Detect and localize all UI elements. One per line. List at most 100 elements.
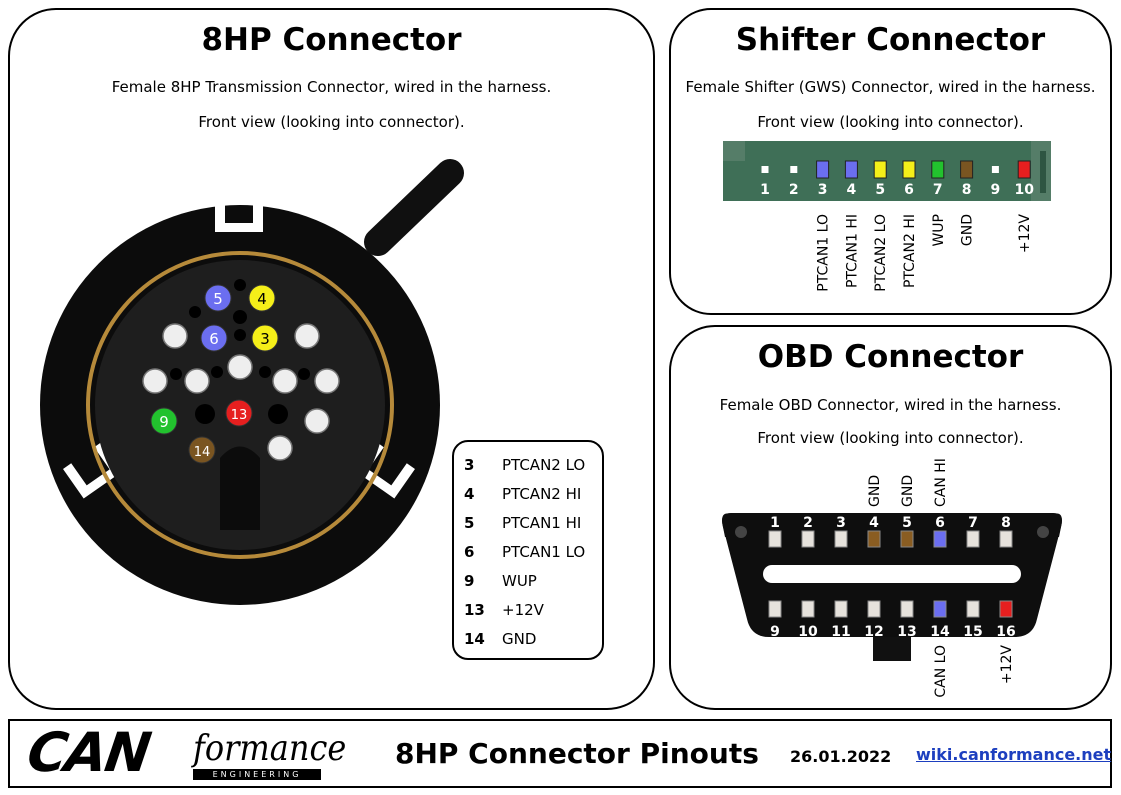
- panel-title-8hp: 8HP Connector: [201, 22, 462, 58]
- obd-pin-10: 10: [798, 600, 818, 640]
- legend-pin-number: 14: [464, 630, 485, 648]
- obd-pin-number: 14: [930, 624, 950, 640]
- obd-pin-4: 4 GND: [867, 475, 883, 548]
- obd-pin-15: 15: [963, 600, 983, 640]
- legend-row: 5 PTCAN1 HI: [464, 514, 598, 543]
- shifter-pin-number: 7: [933, 182, 943, 198]
- legend-row: 14 GND: [464, 630, 598, 659]
- panel-title-shifter: Shifter Connector: [735, 22, 1046, 58]
- legend-pin-number: 6: [464, 543, 475, 561]
- pin-6-label: 6: [209, 330, 219, 348]
- shifter-pin-9: 9: [991, 166, 1000, 198]
- legend-signal: +12V: [502, 601, 544, 619]
- pin-9: 9: [150, 407, 178, 435]
- obd-pin-signal: CAN LO: [933, 645, 949, 698]
- legend-signal: GND: [502, 630, 537, 648]
- key-notch-top: [215, 196, 263, 232]
- shifter-pin-signal: PTCAN2 HI: [902, 214, 918, 288]
- obd-pin-5: 5 GND: [900, 475, 916, 548]
- logo-script-text: formance: [193, 727, 347, 769]
- pin-13: 13: [225, 399, 253, 427]
- shifter-pin-signal: PTCAN1 LO: [816, 214, 832, 292]
- pin-5-label: 5: [213, 290, 223, 308]
- obd-pin-number: 15: [963, 624, 982, 640]
- obd-pin-number: 2: [803, 515, 813, 531]
- pin-13-label: 13: [231, 408, 248, 423]
- shifter-pin-signal: PTCAN1 HI: [844, 214, 860, 288]
- obd-pin-number: 13: [897, 624, 916, 640]
- footer-date: 26.01.2022: [790, 747, 892, 766]
- obd-pin-number: 3: [836, 515, 846, 531]
- obd-pin-number: 5: [902, 515, 912, 531]
- obd-pin-number: 4: [869, 515, 879, 531]
- 8hp-connector-drawing: 5 4 6 3 9 13 14: [40, 159, 464, 605]
- panel-8hp: 8HP Connector Female 8HP Transmission Co…: [8, 8, 655, 710]
- shifter-pin-signal: PTCAN2 LO: [873, 214, 889, 292]
- pin-6: 6: [200, 324, 228, 352]
- shifter-pin-number: 2: [789, 182, 799, 198]
- obd-center-slot: [763, 565, 1021, 583]
- obd-pin-number: 1: [770, 515, 780, 531]
- shifter-pin-number: 4: [847, 182, 857, 198]
- legend-pin-number: 5: [464, 514, 475, 532]
- legend-signal: PTCAN1 HI: [502, 514, 582, 532]
- small-holes: [170, 279, 310, 424]
- pin-3: 3: [251, 324, 279, 352]
- obd-pin-number: 9: [770, 624, 780, 640]
- legend-pin-number: 4: [464, 485, 475, 503]
- obd-screw-right: [1037, 526, 1049, 538]
- shifter-pin-number: 3: [818, 182, 828, 198]
- obd-pin-13: 13: [897, 600, 917, 640]
- footer-bar: CAN formance ENGINEERING 8HP Connector P…: [8, 719, 1112, 788]
- obd-pin-9: 9: [768, 600, 782, 640]
- panel-desc-obd: Female OBD Connector, wired in the harne…: [719, 396, 1062, 414]
- obd-pin-signal: +12V: [999, 645, 1015, 685]
- legend-pin-number: 13: [464, 601, 485, 619]
- legend-signal: PTCAN2 LO: [502, 456, 586, 474]
- panel-shifter: Shifter Connector Female Shifter (GWS) C…: [669, 8, 1112, 315]
- shifter-pin-number: 6: [904, 182, 914, 198]
- pin-3-label: 3: [260, 330, 270, 348]
- obd-pin-signal: GND: [867, 475, 883, 507]
- obd-pin-number: 10: [798, 624, 818, 640]
- legend-signal: WUP: [502, 572, 537, 590]
- panel-view-shifter: Front view (looking into connector).: [757, 113, 1024, 131]
- obd-pin-number: 12: [864, 624, 883, 640]
- obd-pin-7: 7: [966, 515, 980, 548]
- obd-pin-12: 12: [864, 600, 884, 640]
- panel-desc-shifter: Female Shifter (GWS) Connector, wired in…: [685, 78, 1096, 96]
- shifter-pin-number: 5: [875, 182, 885, 198]
- obd-pin-number: 16: [996, 624, 1015, 640]
- canformance-logo: CAN formance ENGINEERING: [24, 721, 347, 784]
- shifter-pin-signal: WUP: [931, 214, 947, 247]
- obd-pin-signal: GND: [900, 475, 916, 507]
- obd-pin-11: 11: [831, 600, 851, 640]
- wiki-link[interactable]: wiki.canformance.net: [916, 745, 1112, 764]
- panel-title-obd: OBD Connector: [757, 339, 1024, 375]
- panel-view-8hp: Front view (looking into connector).: [198, 113, 465, 131]
- shifter-pin-number: 10: [1014, 182, 1034, 198]
- logo-sub-text: ENGINEERING: [193, 769, 321, 780]
- obd-pin-2: 2: [801, 515, 815, 548]
- legend-row: 13 +12V: [464, 601, 598, 630]
- shifter-pin-signal: +12V: [1017, 214, 1033, 254]
- latch-arm: [364, 159, 464, 256]
- obd-pin-8: 8: [999, 515, 1013, 548]
- obd-screw-left: [735, 526, 747, 538]
- obd-pin-1: 1: [768, 515, 782, 548]
- panel-view-obd: Front view (looking into connector).: [757, 429, 1024, 447]
